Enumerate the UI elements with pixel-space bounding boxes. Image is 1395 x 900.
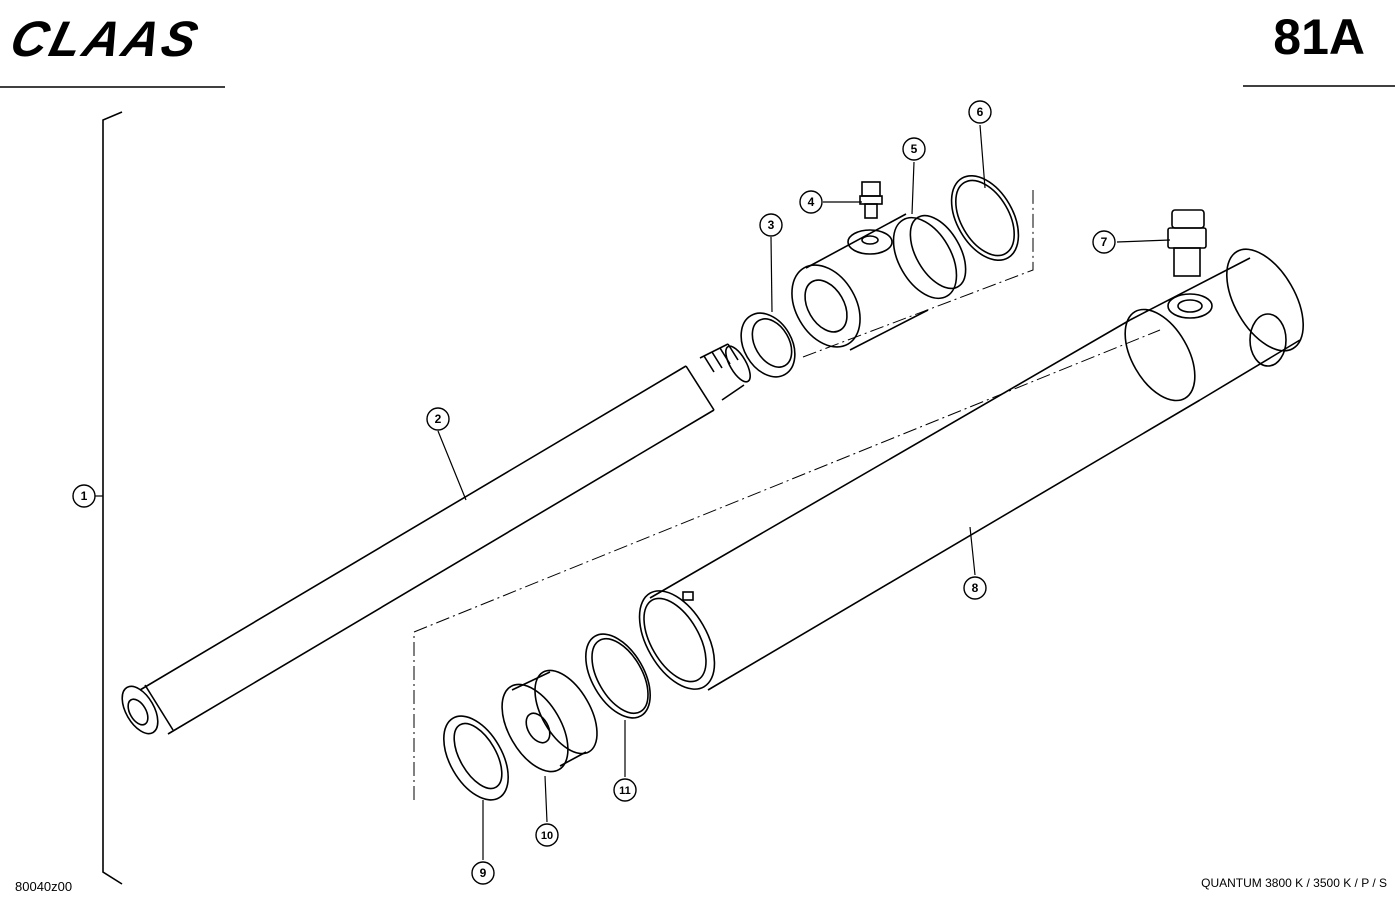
callout-label: 4 — [808, 195, 815, 209]
callout-label: 9 — [480, 866, 487, 880]
callout-label: 1 — [81, 489, 88, 503]
callout-circle — [799, 190, 823, 214]
callout-4: 4 — [799, 190, 823, 214]
callout-circle — [535, 823, 559, 847]
guide-ring-10 — [585, 633, 651, 719]
callout-circle — [968, 100, 992, 124]
callout-3: 3 — [759, 213, 783, 237]
callout-6: 6 — [968, 100, 992, 124]
page-number: 81A — [1273, 9, 1365, 65]
callout-10: 10 — [535, 823, 559, 847]
group-outline-upper — [802, 190, 1034, 358]
callout-circle — [471, 861, 495, 885]
seal-ring-3 — [740, 312, 796, 378]
callout-2: 2 — [426, 407, 450, 431]
circlip — [950, 174, 1020, 262]
callout-group: 1 2 3 4 5 6 7 8 9 10 11 — [72, 100, 1116, 885]
callout-label: 7 — [1101, 235, 1108, 249]
group-outline-lower — [413, 329, 1161, 800]
callout-label: 6 — [977, 105, 984, 119]
callout-circle — [1092, 230, 1116, 254]
callout-9: 9 — [471, 861, 495, 885]
leader-lines — [95, 124, 1171, 860]
model-label: QUANTUM 3800 K / 3500 K / P / S — [1201, 876, 1387, 890]
callout-circle — [613, 778, 637, 802]
cylinder-barrel — [638, 248, 1304, 691]
callout-5: 5 — [902, 137, 926, 161]
callout-label: 2 — [435, 412, 442, 426]
callout-circle — [72, 484, 96, 508]
callout-label: 8 — [972, 581, 979, 595]
callout-circle — [963, 576, 987, 600]
piston — [501, 669, 598, 773]
callout-1: 1 — [72, 484, 96, 508]
grease-nipple — [859, 181, 883, 219]
callout-label: 3 — [768, 218, 775, 232]
cylinder-head — [791, 213, 967, 351]
piston-rod — [121, 343, 751, 735]
hydraulic-fitting — [1167, 209, 1207, 277]
callout-circle — [902, 137, 926, 161]
callout-label: 5 — [911, 142, 918, 156]
callout-11: 11 — [613, 778, 637, 802]
callout-circle — [759, 213, 783, 237]
drawing-code: 80040z00 — [15, 879, 73, 894]
callout-7: 7 — [1092, 230, 1116, 254]
callout-8: 8 — [963, 576, 987, 600]
assembly-bracket — [102, 111, 123, 885]
callout-label: 10 — [541, 830, 553, 842]
wiper-ring-8 — [443, 715, 509, 801]
callout-circle — [426, 407, 450, 431]
callout-label: 11 — [619, 785, 631, 797]
